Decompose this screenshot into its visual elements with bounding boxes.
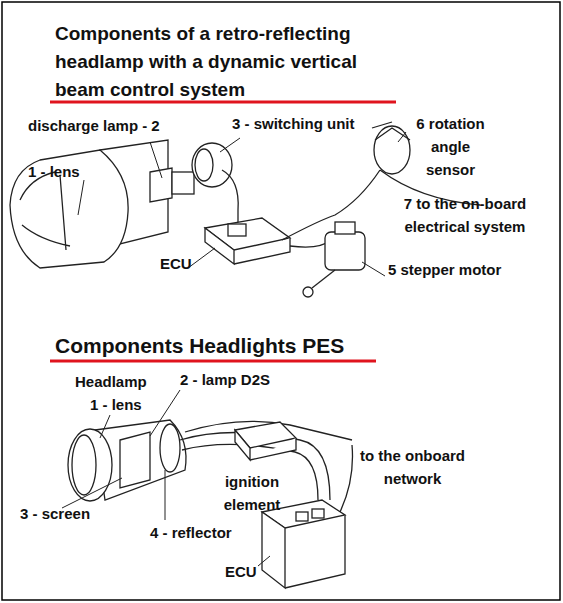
part-label: 4 - reflector: [150, 521, 260, 544]
part-label: Headlamp: [75, 370, 165, 393]
heading-underline: [50, 360, 376, 363]
title-underline: [50, 101, 396, 104]
leader-lines: [78, 132, 406, 276]
part-label: 3 - switching unit: [232, 112, 392, 135]
pes-drawing: [68, 420, 353, 588]
diagram-title: Components of a retro-reflecting headlam…: [55, 20, 405, 104]
part-label: ECU: [225, 560, 275, 583]
part-label: 7 to the on-board electrical system: [380, 192, 550, 238]
part-label: to the onboard network: [350, 444, 475, 490]
part-label: 3 - screen: [20, 502, 120, 525]
part-label: 1 - lens: [28, 160, 108, 183]
part-label: discharge lamp - 2: [28, 114, 188, 137]
part-label: 1 - lens: [90, 393, 170, 416]
part-label: 2 - lamp D2S: [180, 368, 300, 391]
part-label: 5 stepper motor: [388, 258, 548, 281]
part-label: 6 rotation angle sensor: [408, 112, 493, 181]
section-heading: Components Headlights PES: [55, 333, 395, 359]
part-label: ECU: [160, 252, 210, 275]
part-label: ignition element: [212, 470, 292, 516]
